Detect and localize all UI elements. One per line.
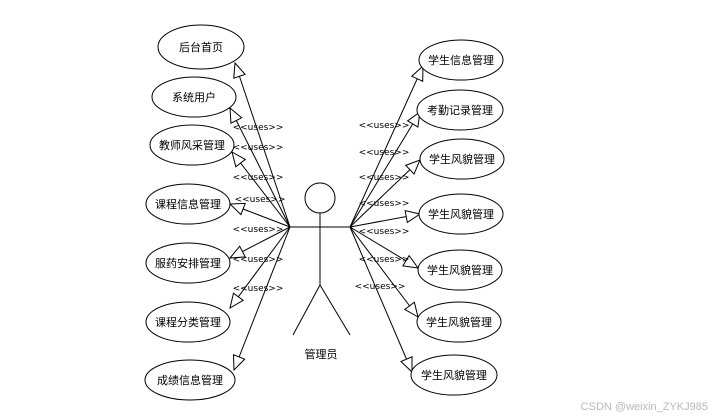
edge-uc-xuesheng-fengmao-1: [349, 159, 421, 228]
uses-label-uc-xuesheng-fengmao-2: <<uses>>: [359, 199, 410, 209]
actor-head: [304, 182, 336, 214]
usecase-ellipse-uc-xuesheng-fengmao-3: [417, 249, 503, 291]
edge-uc-kecheng-fenlei: [229, 226, 291, 309]
arrowhead-uc-houtai-shouye: [233, 61, 247, 79]
arrowhead-uc-fuyao-anpai: [228, 245, 246, 259]
edge-uc-xitong-yonghu: [229, 107, 291, 228]
uses-label-uc-xuesheng-xinxi: <<uses>>: [359, 121, 410, 131]
usecase-label-uc-kaoqin-jilu: 考勤记录管理: [427, 103, 493, 117]
actor-right-leg: [319, 284, 351, 336]
usecase-ellipse-uc-kecheng-xinxi: [145, 183, 231, 225]
usecase-ellipse-uc-kecheng-fenlei: [145, 301, 231, 343]
uses-label-uc-fuyao-anpai: <<uses>>: [233, 225, 284, 235]
watermark: CSDN @weixin_ZYKJ985: [581, 401, 708, 413]
arrowhead-uc-kecheng-xinxi: [228, 202, 246, 216]
actor-label: 管理员: [305, 347, 338, 361]
edge-uc-jiaoshi-fengcai: [231, 151, 291, 228]
uses-label-uc-kecheng-fenlei: <<uses>>: [233, 255, 284, 265]
arrowhead-uc-xitong-yonghu: [229, 106, 243, 124]
usecase-ellipse-uc-xuesheng-xinxi: [418, 39, 504, 81]
usecase-label-uc-xuesheng-fengmao-3: 学生风貌管理: [427, 263, 493, 277]
usecase-ellipse-uc-xuesheng-fengmao-1: [419, 138, 505, 180]
usecase-ellipse-uc-fuyao-anpai: [145, 242, 231, 284]
usecase-label-uc-xuesheng-fengmao-2: 学生风貌管理: [428, 207, 494, 221]
edge-uc-houtai-shouye: [234, 62, 291, 228]
association-edges: <<uses>> <<uses>> <<uses>> <<uses>> <<uses>>…: [228, 61, 424, 374]
arrowhead-uc-xuesheng-fengmao-1: [404, 159, 421, 175]
uses-label-uc-xuesheng-fengmao-3: <<uses>>: [359, 227, 410, 237]
uses-label-uc-houtai-shouye: <<uses>>: [233, 123, 284, 133]
arrowhead-uc-kaoqin-jilu: [406, 110, 421, 128]
usecase-label-uc-houtai-shouye: 后台首页: [179, 40, 223, 54]
arrowhead-uc-xuesheng-fengmao-4: [403, 301, 419, 319]
usecase-ellipse-uc-xitong-yonghu: [151, 76, 237, 118]
uses-label-uc-kaoqin-jilu: <<uses>>: [359, 148, 410, 158]
usecase-label-uc-fuyao-anpai: 服药安排管理: [155, 256, 221, 270]
actor-left-leg: [292, 284, 321, 336]
uses-label-uc-xuesheng-fengmao-4: <<uses>>: [359, 255, 410, 265]
uses-label-uc-jiaoshi-fengcai: <<uses>>: [233, 173, 284, 183]
edge-uc-xuesheng-fengmao-5: [349, 226, 413, 373]
arrowhead-uc-xuesheng-fengmao-5: [400, 356, 413, 374]
usecase-label-uc-jiaoshi-fengcai: 教师风采管理: [159, 138, 225, 152]
uses-label-uc-kecheng-xinxi: <<uses>>: [235, 195, 286, 205]
usecase-label-uc-chengji-xinxi: 成绩信息管理: [157, 373, 223, 387]
uses-label-uc-chengji-xinxi: <<uses>>: [233, 284, 284, 294]
edge-uc-xuesheng-fengmao-4: [349, 226, 419, 318]
usecase-label-uc-xuesheng-xinxi: 学生信息管理: [428, 53, 494, 67]
arrowhead-uc-xuesheng-fengmao-3: [402, 254, 420, 269]
usecase-ellipse-uc-houtai-shouye: [157, 24, 245, 70]
arrowhead-uc-chengji-xinxi: [232, 354, 246, 372]
edge-uc-xuesheng-xinxi: [349, 65, 424, 228]
uses-label-uc-xuesheng-fengmao-5: <<uses>>: [355, 282, 406, 292]
usecase-label-uc-xuesheng-fengmao-4: 学生风貌管理: [426, 315, 492, 329]
usecase-ellipse-uc-xuesheng-fengmao-5: [410, 354, 498, 396]
arrowhead-uc-xuesheng-fengmao-2: [404, 210, 422, 224]
arrowhead-uc-jiaoshi-fengcai: [231, 150, 247, 168]
usecase-label-uc-kecheng-xinxi: 课程信息管理: [155, 197, 221, 211]
actor-admin: 管理员: [288, 182, 352, 361]
arrowhead-uc-xuesheng-xinxi: [410, 64, 424, 82]
uses-label-uc-xuesheng-fengmao-1: <<uses>>: [359, 173, 410, 183]
uses-label-uc-xitong-yonghu: <<uses>>: [233, 143, 284, 153]
usecase-label-uc-xuesheng-fengmao-1: 学生风貌管理: [429, 152, 495, 166]
usecase-ellipse-uc-xuesheng-fengmao-4: [416, 301, 502, 343]
usecase-label-uc-kecheng-fenlei: 课程分类管理: [155, 315, 221, 329]
usecase-ellipse-uc-kaoqin-jilu: [416, 89, 504, 131]
usecase-label-uc-xitong-yonghu: 系统用户: [172, 90, 216, 104]
edge-uc-kaoqin-jilu: [349, 111, 421, 228]
arrowhead-uc-kecheng-fenlei: [229, 292, 245, 310]
usecase-ellipse-uc-chengji-xinxi: [144, 359, 236, 401]
edge-uc-chengji-xinxi: [233, 226, 291, 371]
usecase-label-uc-xuesheng-fengmao-5: 学生风貌管理: [421, 368, 487, 382]
usecase-ellipse-uc-xuesheng-fengmao-2: [418, 193, 504, 235]
usecase-ellipse-uc-jiaoshi-fengcai: [149, 124, 235, 166]
